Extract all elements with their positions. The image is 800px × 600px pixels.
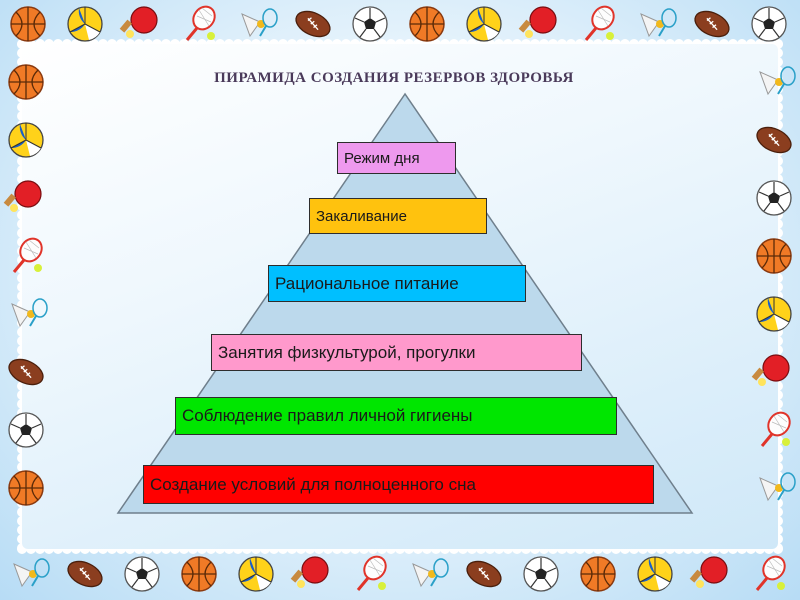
volleyball-icon [238, 556, 274, 592]
badminton-shuttlecock-icon [241, 8, 278, 38]
ping-pong-paddle-icon [290, 556, 329, 588]
basketball-icon [8, 64, 44, 100]
soccer-ball-icon [8, 412, 44, 448]
volleyball-icon [8, 122, 44, 158]
volleyball-icon [67, 6, 103, 42]
badminton-shuttlecock-icon [759, 472, 796, 502]
badminton-shuttlecock-icon [11, 298, 48, 328]
badminton-shuttlecock-icon [412, 558, 449, 588]
volleyball-icon [756, 296, 792, 332]
basketball-icon [409, 6, 445, 42]
soccer-ball-icon [124, 556, 160, 592]
pyramid-level-6: Создание условий для полноценного сна [143, 465, 654, 504]
basketball-icon [181, 556, 217, 592]
ping-pong-paddle-icon [119, 6, 158, 38]
soccer-ball-icon [751, 6, 787, 42]
american-football-icon [694, 10, 730, 38]
tennis-racket-icon [584, 5, 615, 41]
tennis-racket-icon [760, 411, 791, 447]
basketball-icon [10, 6, 46, 42]
basketball-icon [580, 556, 616, 592]
pyramid-level-3: Рациональное питание [268, 265, 526, 302]
basketball-icon [756, 238, 792, 274]
pyramid-level-4: Занятия физкультурой, прогулки [211, 334, 582, 371]
tennis-racket-icon [185, 5, 216, 41]
pyramid-level-1: Режим дня [337, 142, 456, 174]
american-football-icon [295, 10, 331, 38]
ping-pong-paddle-icon [751, 354, 790, 386]
badminton-shuttlecock-icon [759, 66, 796, 96]
tennis-racket-icon [356, 555, 387, 591]
soccer-ball-icon [756, 180, 792, 216]
volleyball-icon [466, 6, 502, 42]
tennis-racket-icon [755, 555, 786, 591]
american-football-icon [8, 358, 44, 386]
pyramid-level-2: Закаливание [309, 198, 487, 234]
soccer-ball-icon [352, 6, 388, 42]
american-football-icon [466, 560, 502, 588]
ping-pong-paddle-icon [518, 6, 557, 38]
american-football-icon [756, 126, 792, 154]
ping-pong-paddle-icon [689, 556, 728, 588]
pyramid-level-5: Соблюдение правил личной гигиены [175, 397, 617, 435]
volleyball-icon [637, 556, 673, 592]
tennis-racket-icon [12, 237, 43, 273]
badminton-shuttlecock-icon [13, 558, 50, 588]
page-title: ПИРАМИДА СОЗДАНИЯ РЕЗЕРВОВ ЗДОРОВЬЯ [214, 70, 574, 86]
soccer-ball-icon [523, 556, 559, 592]
ping-pong-paddle-icon [3, 180, 42, 212]
badminton-shuttlecock-icon [640, 8, 677, 38]
american-football-icon [67, 560, 103, 588]
basketball-icon [8, 470, 44, 506]
